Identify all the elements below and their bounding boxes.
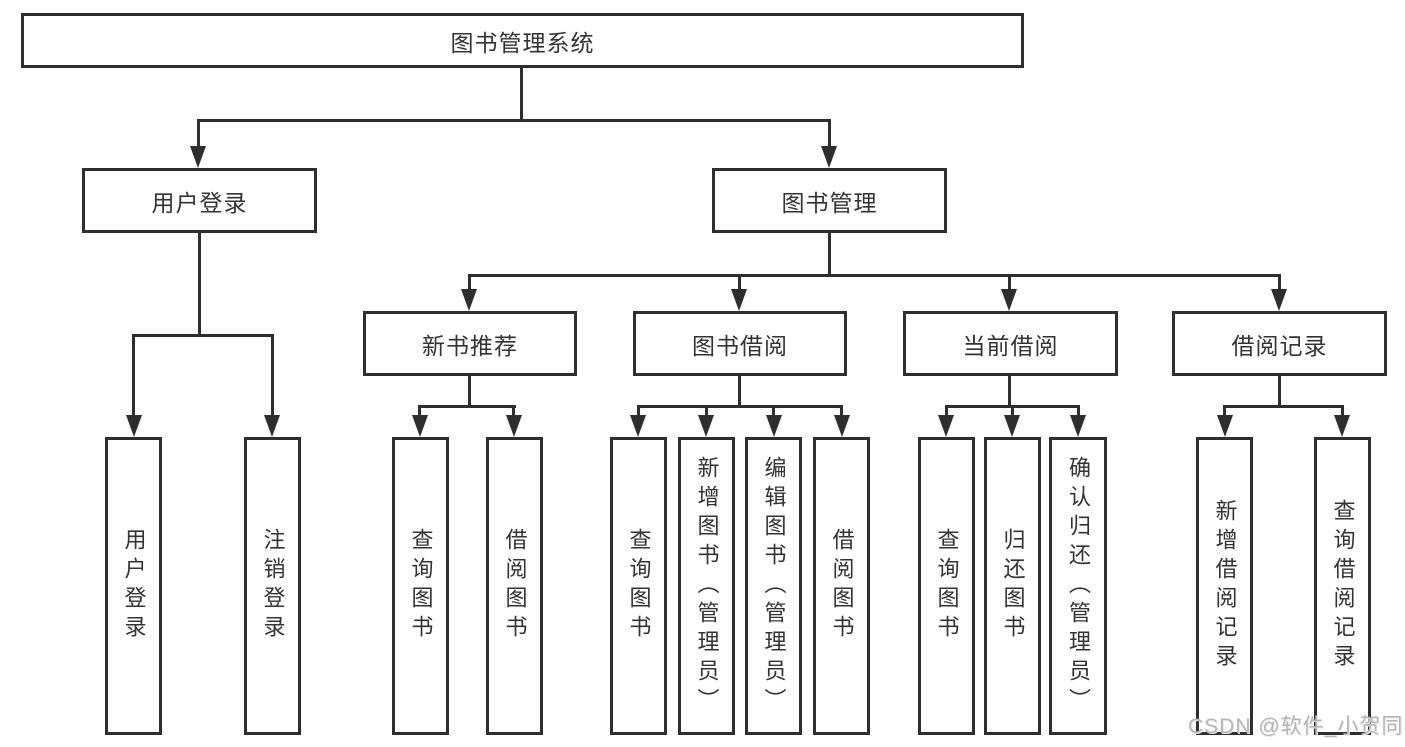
connector-arrowhead — [1217, 415, 1233, 437]
connector-line — [738, 274, 741, 292]
connector-arrowhead — [190, 146, 206, 168]
leaf-label: 编辑图书（管理员） — [761, 455, 787, 717]
connector-line — [772, 405, 775, 417]
connector-line — [637, 405, 843, 408]
connector-line — [1077, 405, 1080, 417]
connector-arrowhead — [506, 415, 522, 437]
leaf-logout: 注销登录 — [244, 437, 301, 735]
connector-line — [828, 119, 831, 150]
connector-arrowhead — [1070, 415, 1086, 437]
node-new-book-recommend: 新书推荐 — [363, 311, 577, 376]
connector-line — [1011, 405, 1014, 417]
connector-line — [512, 405, 515, 417]
connector-line — [197, 119, 200, 150]
leaf-query-books-recommend: 查询图书 — [392, 437, 449, 735]
connector-arrowhead — [1004, 415, 1020, 437]
connector-arrowhead — [264, 415, 280, 437]
connector-arrowhead — [1271, 289, 1287, 311]
connector-line — [271, 334, 274, 418]
connector-line — [840, 405, 843, 417]
leaf-query-books-current: 查询图书 — [918, 437, 975, 735]
connector-line — [1278, 274, 1281, 292]
connector-line — [945, 405, 948, 417]
connector-line — [1224, 405, 1343, 408]
leaf-label: 新增借阅记录 — [1212, 499, 1238, 673]
connector-arrowhead — [821, 146, 837, 168]
csdn-watermark: CSDN @软件_小贺同学 — [1188, 715, 1405, 738]
leaf-user-login: 用户登录 — [105, 437, 162, 735]
leaf-borrow-books-recommend: 借阅图书 — [486, 437, 543, 735]
connector-line — [418, 405, 516, 408]
node-library-system: 图书管理系统 — [21, 13, 1024, 68]
connector-line — [198, 233, 201, 336]
connector-arrowhead — [461, 289, 477, 311]
leaf-query-books-borrowing: 查询图书 — [610, 437, 667, 735]
connector-arrowhead — [126, 415, 142, 437]
connector-line — [1278, 376, 1281, 407]
connector-line — [468, 376, 471, 407]
node-user-login: 用户登录 — [82, 168, 317, 233]
connector-line — [1223, 405, 1226, 417]
node-current-borrowing: 当前借阅 — [903, 311, 1118, 376]
node-book-borrowing: 图书借阅 — [633, 311, 847, 376]
connector-arrowhead — [412, 415, 428, 437]
leaf-label: 确认归还（管理员） — [1066, 455, 1091, 717]
connector-line — [418, 405, 421, 417]
connector-line — [197, 119, 831, 122]
leaf-label: 查询图书 — [934, 528, 960, 644]
leaf-add-book-admin: 新增图书（管理员） — [678, 437, 735, 735]
connector-arrowhead — [731, 289, 747, 311]
leaf-label: 借阅图书 — [502, 528, 528, 644]
connector-arrowhead — [938, 415, 954, 437]
connector-line — [705, 405, 708, 417]
connector-line — [468, 274, 1281, 277]
leaf-add-borrow-record: 新增借阅记录 — [1196, 437, 1253, 735]
leaf-borrow-books-borrowing: 借阅图书 — [813, 437, 870, 735]
connector-line — [1008, 376, 1011, 407]
leaf-label: 查询借阅记录 — [1330, 499, 1356, 673]
connector-arrowhead — [630, 415, 646, 437]
leaf-edit-book-admin: 编辑图书（管理员） — [745, 437, 802, 735]
node-borrowing-records: 借阅记录 — [1172, 311, 1387, 376]
leaf-label: 查询图书 — [408, 528, 434, 644]
connector-line — [520, 68, 523, 122]
connector-line — [637, 405, 640, 417]
leaf-label: 归还图书 — [1000, 528, 1026, 644]
connector-line — [738, 376, 741, 407]
node-book-management: 图书管理 — [712, 168, 947, 233]
connector-arrowhead — [766, 415, 782, 437]
leaf-label: 用户登录 — [121, 528, 147, 644]
connector-line — [1008, 274, 1011, 292]
connector-line — [1341, 405, 1344, 417]
leaf-label: 注销登录 — [260, 528, 286, 644]
connector-line — [132, 334, 135, 418]
connector-arrowhead — [834, 415, 850, 437]
connector-arrowhead — [1334, 415, 1350, 437]
connector-line — [828, 233, 831, 276]
leaf-return-book: 归还图书 — [984, 437, 1041, 735]
leaf-label: 借阅图书 — [829, 528, 855, 644]
connector-arrowhead — [1001, 289, 1017, 311]
connector-line — [132, 334, 274, 337]
leaf-label: 查询图书 — [626, 528, 652, 644]
connector-line — [468, 274, 471, 292]
connector-arrowhead — [698, 415, 714, 437]
leaf-confirm-return-admin: 确认归还（管理员） — [1049, 437, 1107, 735]
leaf-query-borrow-record: 查询借阅记录 — [1314, 437, 1371, 735]
leaf-label: 新增图书（管理员） — [694, 455, 720, 717]
